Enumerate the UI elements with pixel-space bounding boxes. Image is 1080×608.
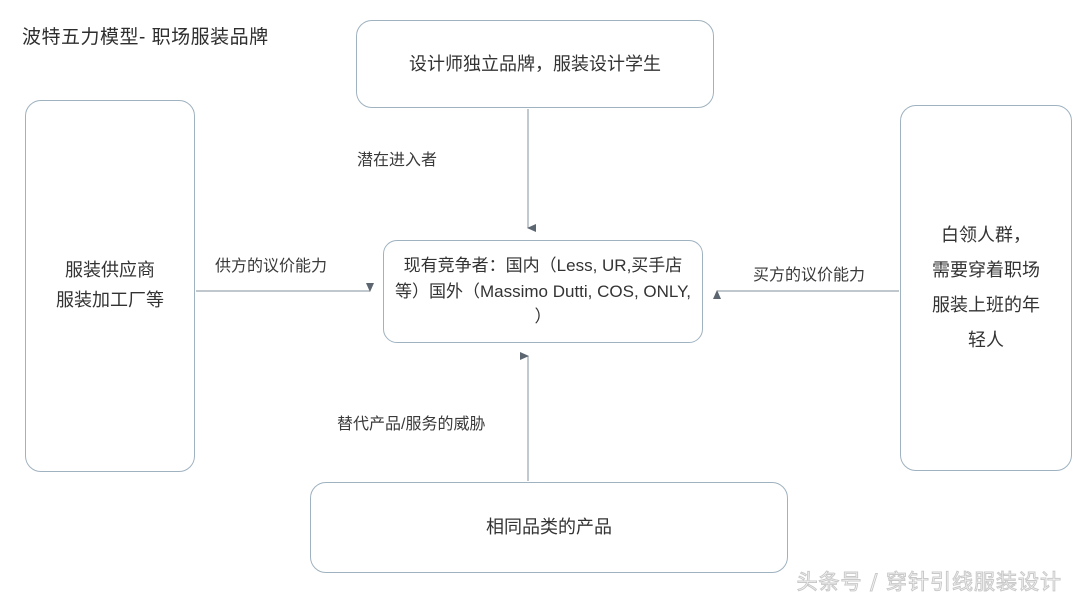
watermark: 头条号 / 穿针引线服装设计	[796, 570, 1062, 595]
edge-label-supplier-bargaining-power: 供方的议价能力	[215, 258, 328, 275]
page-title: 波特五力模型- 职场服装品牌	[22, 27, 269, 48]
node-substitutes-label: 相同品类的产品	[486, 517, 612, 538]
node-potential-entrants-label: 设计师独立品牌，服装设计学生	[409, 53, 661, 74]
node-existing-competitors[interactable]: 现有竞争者：国内（Less, UR,买手店等）国外（Massimo Dutti,…	[383, 240, 703, 343]
edge-label-substitute-threat: 替代产品/服务的威胁	[337, 416, 486, 433]
node-suppliers-label: 服装供应商 服装加工厂等	[56, 260, 164, 310]
node-buyers-label: 白领人群， 需要穿着职场 服装上班的年 轻人	[932, 224, 1040, 351]
node-substitutes[interactable]: 相同品类的产品	[310, 482, 788, 573]
node-potential-entrants[interactable]: 设计师独立品牌，服装设计学生	[356, 20, 714, 108]
edge-label-buyer-bargaining-power: 买方的议价能力	[753, 267, 866, 284]
node-suppliers[interactable]: 服装供应商 服装加工厂等	[25, 100, 195, 472]
node-existing-competitors-label: 现有竞争者：国内（Less, UR,买手店等）国外（Massimo Dutti,…	[395, 256, 691, 327]
edge-label-potential-entrants: 潜在进入者	[357, 152, 438, 169]
node-buyers[interactable]: 白领人群， 需要穿着职场 服装上班的年 轻人	[900, 105, 1072, 471]
